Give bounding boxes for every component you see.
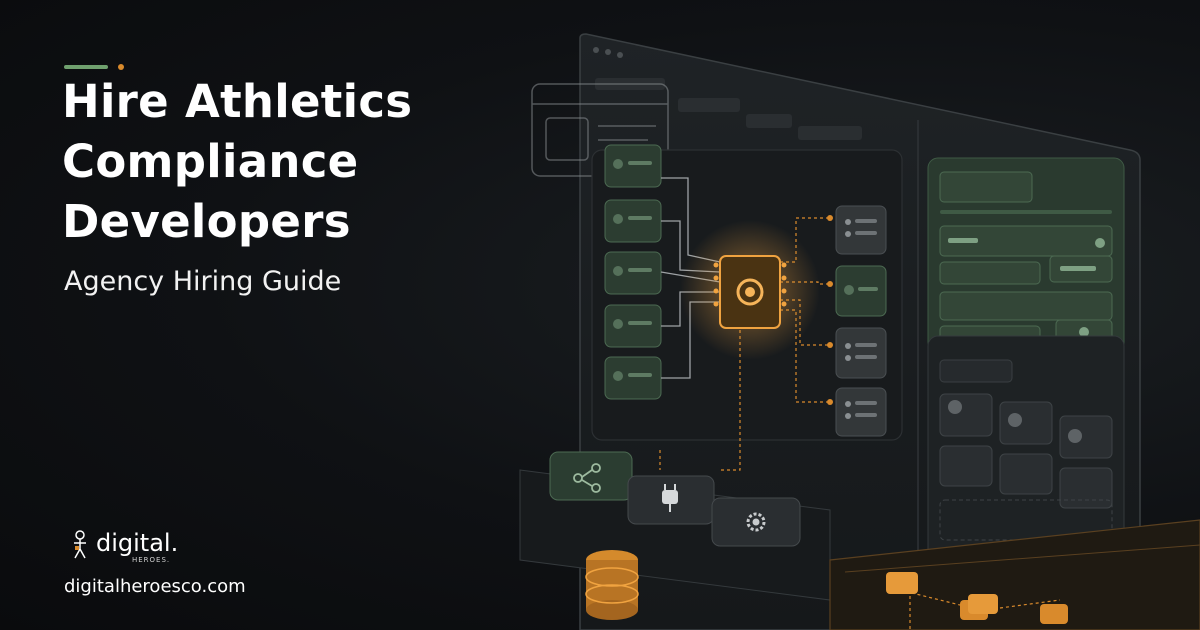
accent-bar	[64, 65, 108, 69]
dashboard-illustration	[519, 33, 1200, 630]
logo-subtext: HEROES.	[132, 556, 171, 564]
accent-dot	[118, 64, 124, 70]
brand-logo: digital. HEROES.	[70, 529, 179, 564]
website-url: digitalheroesco.com	[64, 576, 246, 597]
plug-icon	[627, 475, 715, 525]
flow-board	[829, 519, 1200, 630]
right-node-column	[835, 205, 887, 437]
page-subtitle: Agency Hiring Guide	[64, 266, 342, 297]
database-icon	[585, 550, 639, 620]
title-line-2: Compliance	[62, 135, 359, 188]
logo-wordmark: digital.	[96, 529, 179, 557]
title-line-1: Hire Athletics	[62, 75, 413, 128]
hero-figure-icon	[74, 530, 86, 559]
title-accent	[64, 64, 124, 70]
right-form-panel	[927, 157, 1125, 353]
network-icon	[549, 451, 633, 501]
gear-icon	[711, 497, 801, 547]
title-line-3: Developers	[62, 195, 351, 248]
processor-chip-icon	[680, 220, 820, 360]
right-grid-panel	[927, 335, 1125, 569]
left-node-column	[604, 144, 662, 400]
page-title: Hire Athletics Compliance Developers	[62, 72, 502, 252]
